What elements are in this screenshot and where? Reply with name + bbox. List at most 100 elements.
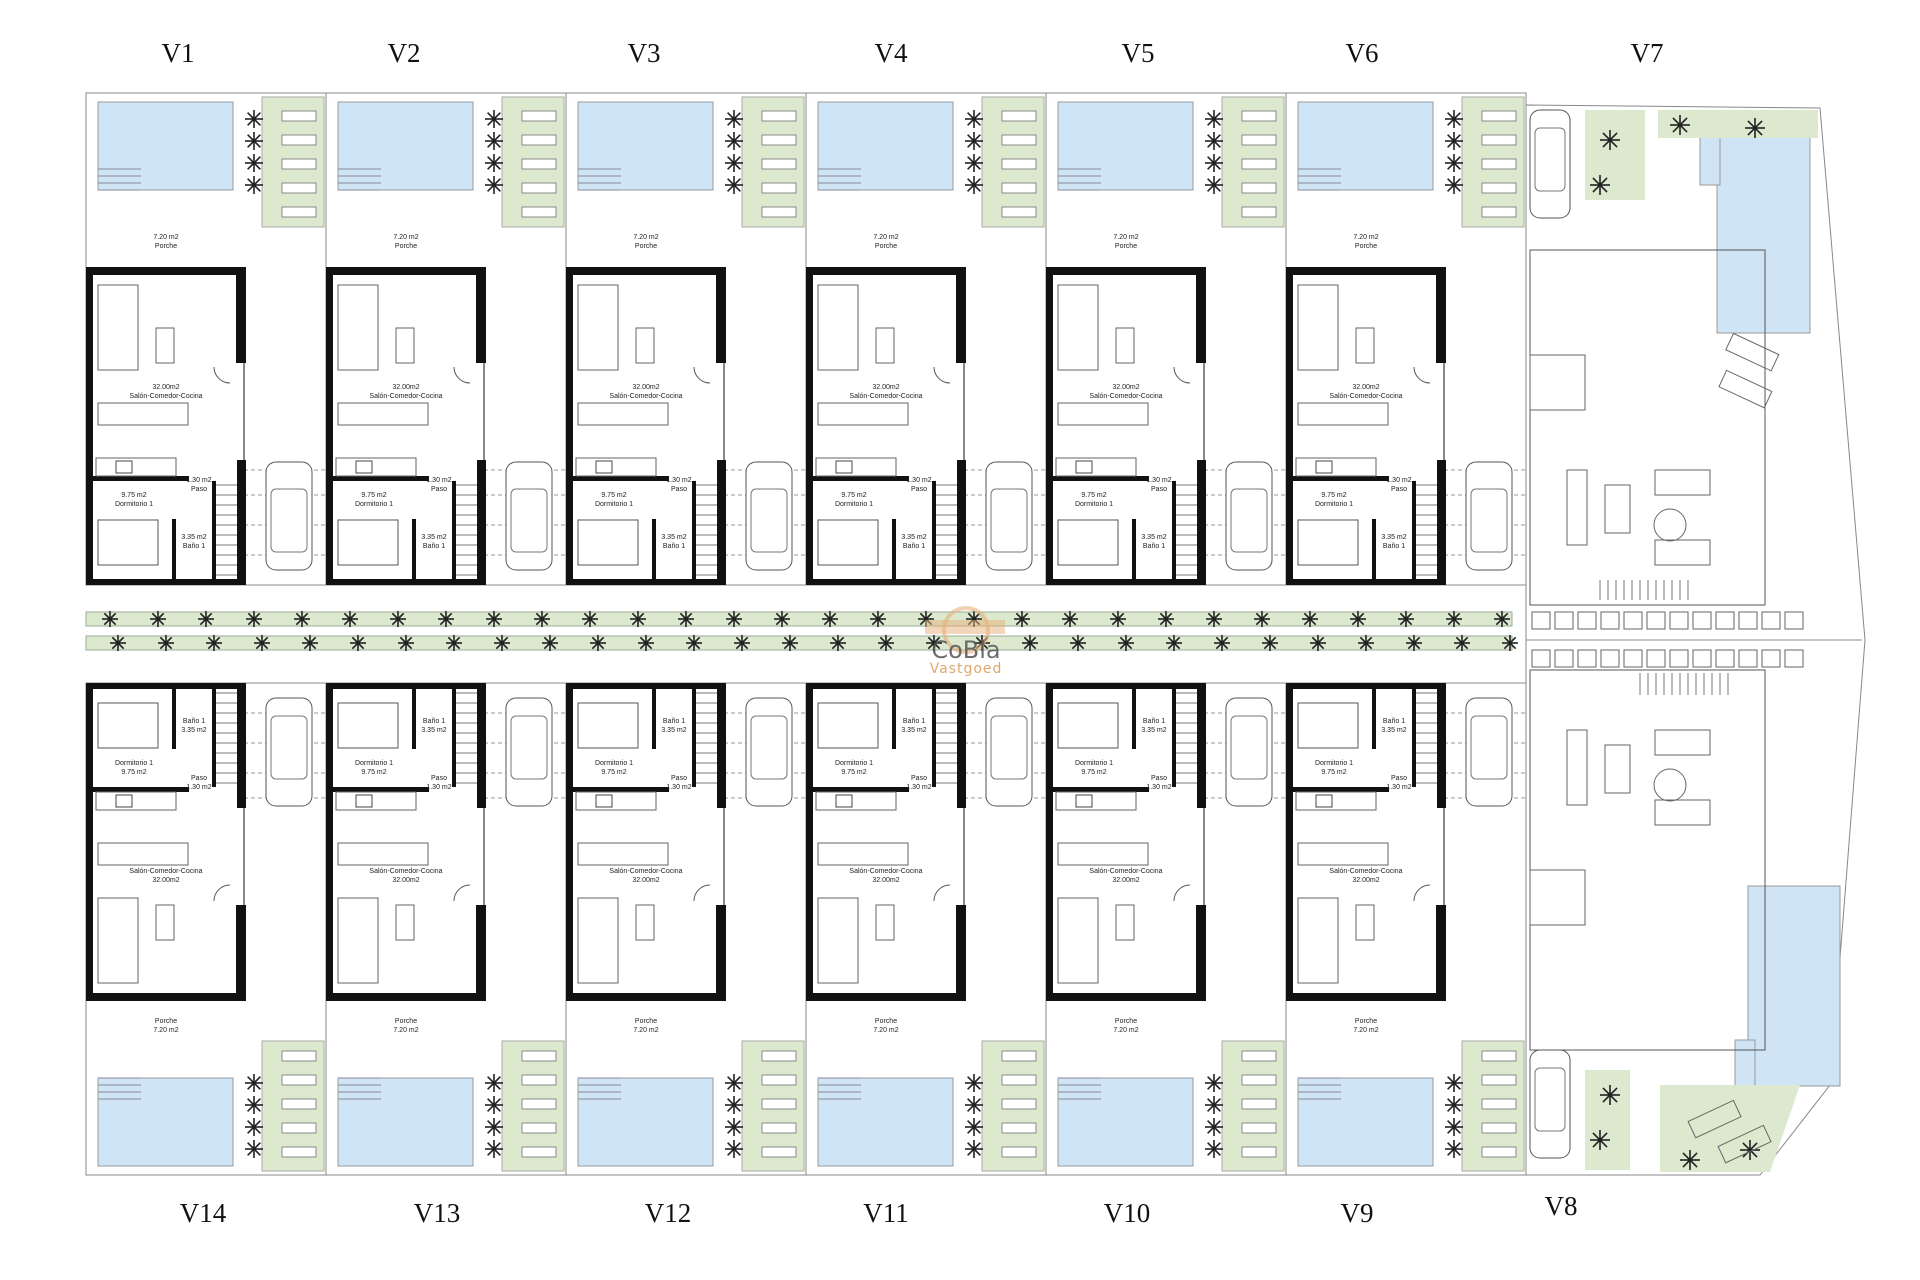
wall-top — [806, 683, 966, 689]
wall-bath — [412, 519, 416, 581]
paver — [1481, 1098, 1517, 1110]
palm-icon — [398, 635, 414, 651]
paver — [1241, 1122, 1277, 1134]
palm-icon — [245, 154, 263, 172]
door-swing — [1413, 366, 1431, 384]
terrace-tile — [1600, 649, 1620, 668]
palm-icon — [1406, 635, 1422, 651]
car-roof — [1470, 488, 1508, 553]
wall-left — [806, 267, 813, 585]
palm-trunk — [1212, 183, 1216, 187]
palm-trunk — [1452, 1147, 1456, 1151]
palm-trunk — [1452, 617, 1456, 621]
paver — [281, 134, 317, 146]
wall-stair — [212, 687, 216, 787]
v8-pool-step — [1734, 1039, 1756, 1087]
porch-label: Porche — [635, 1018, 657, 1025]
palm-trunk — [108, 617, 112, 621]
paver — [1241, 1098, 1277, 1110]
sofa-icon — [1057, 284, 1099, 371]
coffee-table — [155, 904, 175, 941]
sofa-icon — [1654, 539, 1711, 566]
bath-label: Baño 1 — [663, 718, 685, 725]
palm-trunk — [252, 1125, 256, 1129]
palm-trunk — [492, 117, 496, 121]
door-swing — [453, 884, 471, 902]
wall-right-lower — [236, 905, 246, 1001]
rug-icon — [1653, 768, 1687, 802]
palm-icon — [965, 1140, 983, 1158]
paver — [1001, 1122, 1037, 1134]
car-body — [745, 697, 793, 807]
cooktop-icon — [1315, 794, 1333, 808]
logo-bar — [925, 620, 1005, 634]
terrace-tile — [1554, 611, 1574, 630]
sofa-icon — [817, 284, 859, 371]
kitchen-counter — [575, 791, 657, 811]
palm-trunk — [740, 641, 744, 645]
bed-icon — [337, 519, 399, 566]
porch-label: Porche — [1355, 243, 1377, 250]
paver — [521, 1074, 557, 1086]
bed-icon — [97, 519, 159, 566]
car-body — [505, 697, 553, 807]
bath-area: 3.35 m2 — [661, 727, 686, 734]
palm-trunk — [732, 1125, 736, 1129]
palm-icon — [726, 611, 742, 627]
palm-icon — [1445, 1140, 1463, 1158]
bed-icon — [577, 702, 639, 749]
car-icon — [505, 461, 553, 571]
palm-icon — [1158, 611, 1174, 627]
palm-icon — [1445, 1096, 1463, 1114]
wall-kitchen — [89, 787, 189, 792]
cooktop-icon — [355, 460, 373, 474]
palm-trunk — [972, 161, 976, 165]
palm-icon — [1014, 611, 1030, 627]
sofa-icon — [577, 897, 619, 984]
palm-trunk — [644, 641, 648, 645]
palm-trunk — [636, 617, 640, 621]
v8-pool — [1747, 885, 1841, 1087]
hall-area: 1.30 m2 — [906, 784, 931, 791]
car-roof — [750, 715, 788, 780]
wall-top — [326, 683, 486, 689]
paver — [761, 110, 797, 122]
wall-bath — [1372, 687, 1376, 749]
pool — [577, 101, 714, 191]
palm-trunk — [1212, 617, 1216, 621]
palm-trunk — [1452, 139, 1456, 143]
paver — [1001, 110, 1037, 122]
bed-icon — [817, 702, 879, 749]
sofa-icon — [1297, 897, 1339, 984]
hall-area: 1.30 m2 — [1386, 477, 1411, 484]
palm-trunk — [1412, 641, 1416, 645]
unit-label-v14: V14 — [180, 1198, 227, 1228]
unit-label-v8: V8 — [1545, 1191, 1578, 1221]
paver — [1001, 1074, 1037, 1086]
wall-bottom — [1046, 993, 1206, 1001]
wall-kitchen — [809, 476, 909, 481]
pool — [817, 1077, 954, 1167]
wall-kitchen — [1289, 476, 1389, 481]
wall-bottom — [806, 993, 966, 1001]
living-area: 32.00m2 — [1112, 877, 1139, 884]
living-label: Salón-Comedor-Cocina — [1329, 868, 1402, 875]
wall-stair — [692, 481, 696, 581]
coffee-table — [395, 327, 415, 364]
paver — [761, 1122, 797, 1134]
paver — [1241, 110, 1277, 122]
living-area: 32.00m2 — [392, 877, 419, 884]
bed-icon — [1057, 702, 1119, 749]
palm-trunk — [1076, 641, 1080, 645]
bed-icon — [97, 702, 159, 749]
palm-icon — [1205, 176, 1223, 194]
bath-label: Baño 1 — [1143, 543, 1165, 550]
palm-icon — [254, 635, 270, 651]
palm-icon — [1445, 176, 1463, 194]
palm-trunk — [732, 617, 736, 621]
bedroom-label: Dormitorio 1 — [835, 760, 873, 767]
palm-icon — [1070, 635, 1086, 651]
